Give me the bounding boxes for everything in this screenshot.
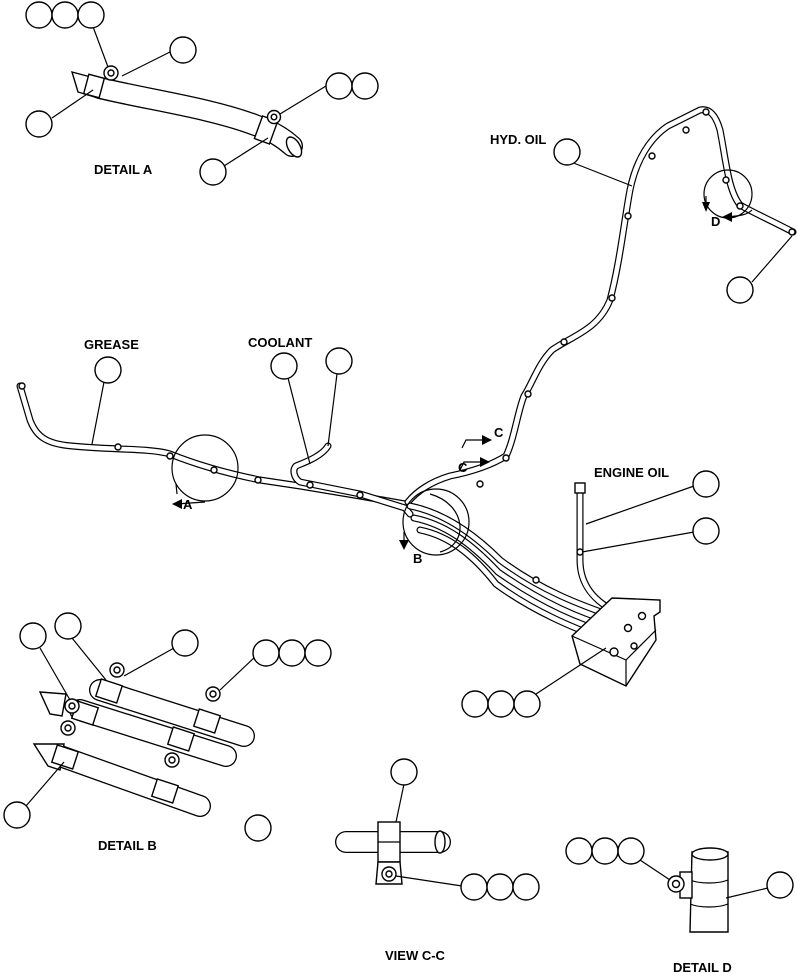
callout-bubble xyxy=(487,690,515,718)
view-cc-callouts xyxy=(390,758,540,901)
detail-d-drawing xyxy=(667,847,729,933)
detail-a-drawing xyxy=(70,65,303,158)
callout-bubble xyxy=(325,72,353,100)
callout-bubble xyxy=(252,639,280,667)
detail-a-callouts xyxy=(25,1,379,186)
callout-bubble xyxy=(325,347,353,375)
bundle-to-bracket xyxy=(406,502,622,644)
callout-bubble xyxy=(278,639,306,667)
detail-a-circle xyxy=(171,434,239,502)
callout-bubble xyxy=(565,837,593,865)
callout-bubble xyxy=(304,639,332,667)
callout-bubble xyxy=(486,873,514,901)
callout-bubble xyxy=(51,1,79,29)
callout-bubble xyxy=(25,110,53,138)
view-marker-c-upper: C xyxy=(494,425,504,440)
main-callouts xyxy=(91,138,793,718)
detail-d-label: DETAIL D xyxy=(673,960,732,973)
hyd-oil-line xyxy=(404,106,797,506)
callout-bubble xyxy=(169,36,197,64)
callout-bubble xyxy=(54,612,82,640)
detail-b-drawing xyxy=(32,662,255,817)
callout-bubble xyxy=(460,873,488,901)
callout-bubble xyxy=(461,690,489,718)
callout-bubble xyxy=(25,1,53,29)
callout-bubble xyxy=(199,158,227,186)
mounting-bracket xyxy=(571,597,661,687)
callout-bubble xyxy=(591,837,619,865)
coolant-label: COOLANT xyxy=(248,335,312,350)
view-marker-c-lower: C xyxy=(458,460,468,475)
callout-bubble xyxy=(3,801,31,829)
callout-bubble xyxy=(351,72,379,100)
detail-b-label: DETAIL B xyxy=(98,838,157,853)
callout-bubble xyxy=(692,517,720,545)
hyd-oil-label: HYD. OIL xyxy=(490,132,546,147)
view-marker-a: A xyxy=(183,497,193,512)
view-cc-drawing xyxy=(335,821,451,885)
engine-oil-line xyxy=(574,482,624,618)
line-clips xyxy=(18,108,796,584)
grease-label: GREASE xyxy=(84,337,139,352)
detail-a-label: DETAIL A xyxy=(94,162,153,177)
view-cc-label: VIEW C-C xyxy=(385,948,446,963)
view-marker-d: D xyxy=(711,214,720,229)
callout-bubble xyxy=(244,814,272,842)
callout-bubble xyxy=(270,352,298,380)
callout-bubble xyxy=(512,873,540,901)
callout-bubble xyxy=(171,629,199,657)
coolant-line xyxy=(290,442,414,518)
callout-bubble xyxy=(94,356,122,384)
grease-line xyxy=(16,382,409,508)
callout-bubble xyxy=(766,871,794,899)
callout-bubble xyxy=(553,138,581,166)
detail-b-circle xyxy=(402,488,470,556)
callout-bubble xyxy=(617,837,645,865)
detail-d-callouts xyxy=(565,837,794,899)
view-marker-b: B xyxy=(413,551,422,566)
view-indicators xyxy=(171,169,753,556)
engine-oil-label: ENGINE OIL xyxy=(594,465,669,480)
callout-bubble xyxy=(692,470,720,498)
callout-bubble xyxy=(513,690,541,718)
callout-bubble xyxy=(390,758,418,786)
callout-bubble xyxy=(77,1,105,29)
detail-b-callouts xyxy=(3,612,332,842)
callout-bubble xyxy=(19,622,47,650)
callout-bubble xyxy=(726,276,754,304)
